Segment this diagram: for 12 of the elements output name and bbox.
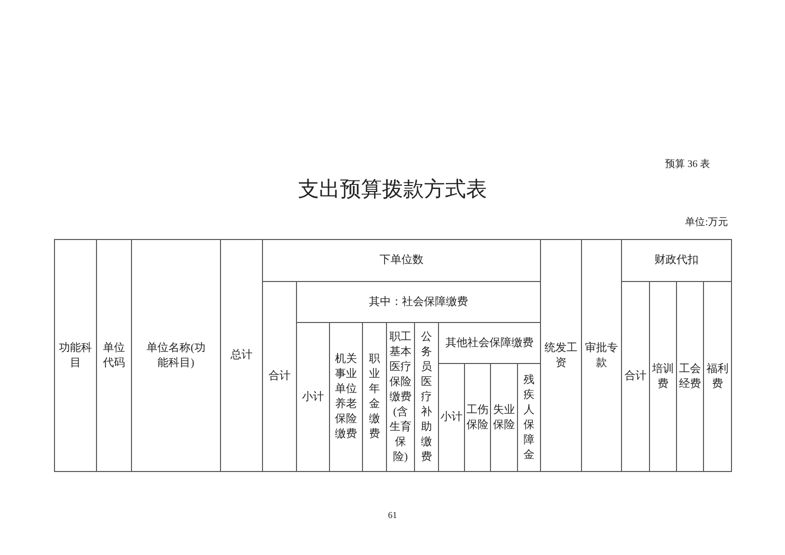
table-header-cell: 财政代扣 (621, 239, 732, 282)
table-header-cell: 功能科目 (54, 239, 97, 472)
table-header-cell: 统发工资 (540, 239, 582, 472)
table-header-cell: 单位代码 (96, 239, 132, 472)
table-header-cell: 福利费 (703, 281, 732, 472)
table-number: 预算 36 表 (665, 158, 710, 171)
table-header-cell: 单位名称(功能科目) (131, 239, 221, 472)
unit-note: 单位:万元 (685, 216, 728, 229)
table-header-cell: 总计 (220, 239, 263, 472)
page-number: 61 (387, 510, 398, 520)
table-header-cell: 审批专款 (581, 239, 622, 472)
table-title: 支出预算拨款方式表 (297, 176, 488, 203)
